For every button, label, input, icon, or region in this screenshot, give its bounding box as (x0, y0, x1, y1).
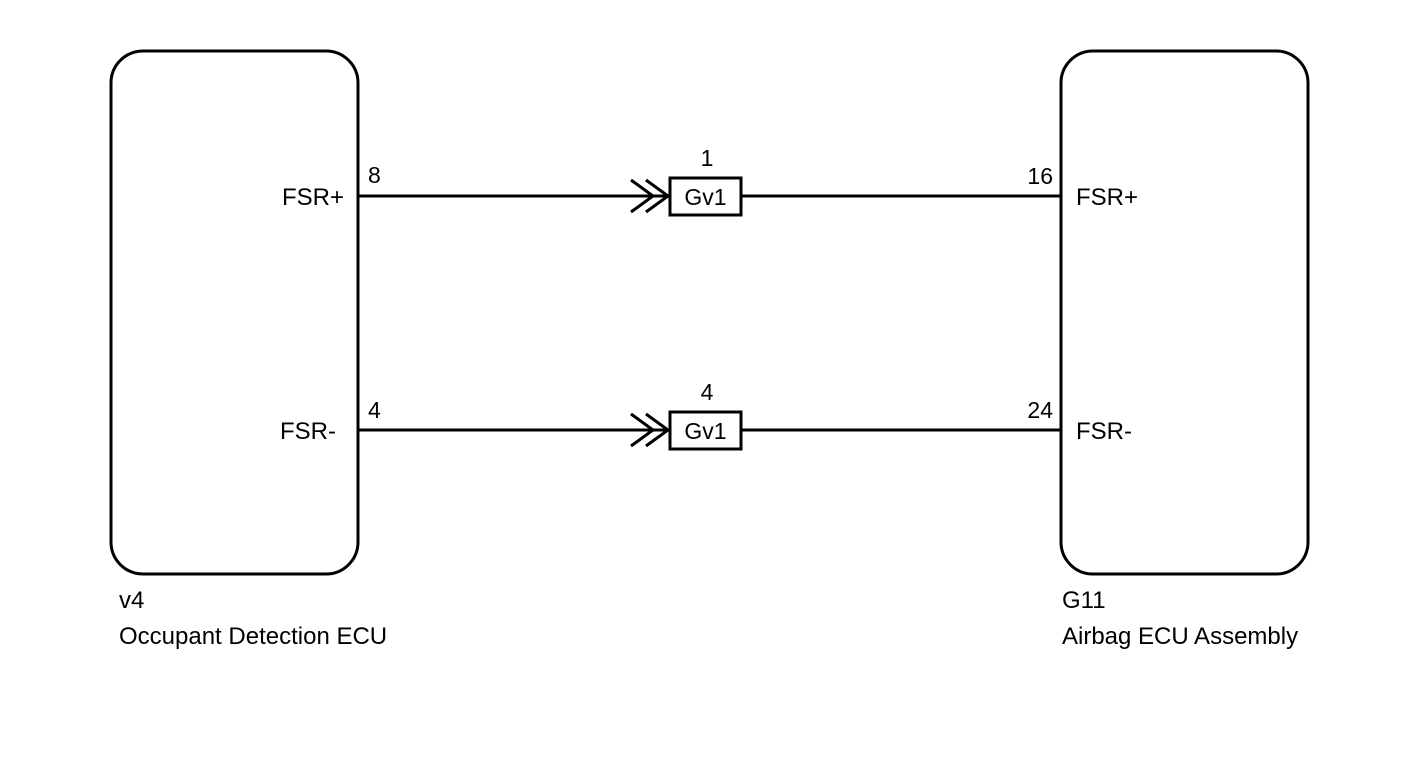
left-pin-8: 8 (368, 162, 381, 188)
left-component-name: Occupant Detection ECU (119, 623, 387, 650)
left-pin-4: 4 (368, 397, 381, 423)
left-component-body (109, 49, 360, 576)
connector-pin-4: 4 (701, 379, 714, 405)
right-pin-16: 16 (1027, 163, 1053, 189)
right-component-name: Airbag ECU Assembly (1062, 623, 1298, 650)
left-terminal-label-fsr-plus: FSR+ (282, 184, 344, 211)
connector-arrow-outer (630, 412, 656, 448)
connector-name: Gv1 (684, 184, 726, 210)
connector-arrow-outer (630, 178, 656, 214)
connector-pin-1: 1 (701, 145, 714, 171)
right-terminal-label-fsr-plus: FSR+ (1076, 184, 1138, 211)
connector-arrow-inner (645, 178, 671, 214)
right-pin-24: 24 (1027, 397, 1053, 423)
right-terminal-label-fsr-minus: FSR- (1076, 418, 1132, 445)
right-component-body (1059, 49, 1310, 576)
left-component-code: v4 (119, 587, 144, 614)
connector-arrow-inner (645, 412, 671, 448)
right-component-code: G11 (1062, 587, 1106, 614)
connector-box (668, 176, 743, 217)
left-terminal-label-fsr-minus: FSR- (280, 418, 336, 445)
connector-name: Gv1 (684, 418, 726, 444)
